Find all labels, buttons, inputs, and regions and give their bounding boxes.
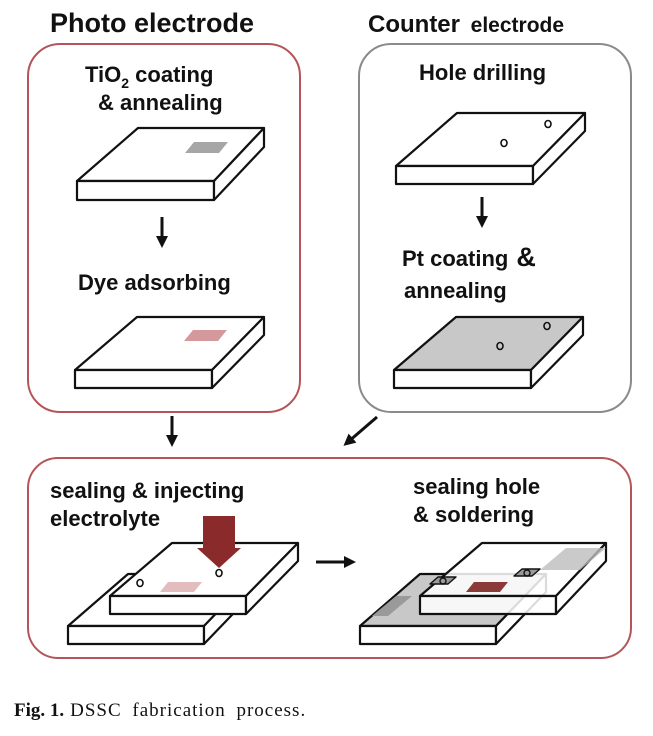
- drilled-hole: [544, 119, 552, 129]
- pt-coated-substrate: [392, 315, 585, 390]
- figure-label: Fig. 1.: [14, 700, 65, 721]
- sealed-cell-right: [358, 541, 608, 646]
- arrow-counter-to-assembly: [343, 415, 378, 446]
- figure-caption: Fig. 1.DSSC fabrication process.: [14, 700, 306, 722]
- counter-heading-word: Counter: [368, 11, 460, 38]
- sealing-hole-label: sealing hole: [413, 474, 540, 499]
- hole-drilled-substrate: [394, 111, 587, 186]
- dye-adsorbed-substrate: [73, 315, 266, 390]
- injection-hole: [215, 568, 223, 578]
- electrolyte-label: electrolyte: [50, 506, 160, 531]
- pt-annealing-label: annealing: [404, 278, 507, 303]
- tio2-coating-label: TiO2 coating: [85, 62, 213, 91]
- pt-hole: [496, 341, 504, 351]
- dye-patch: [184, 330, 227, 341]
- drilled-hole: [500, 138, 508, 148]
- injection-hole: [136, 578, 144, 588]
- electrode-heading-word: electrode: [471, 14, 564, 37]
- annealing-label: & annealing: [98, 90, 223, 115]
- pt-hole: [543, 321, 551, 331]
- dye-adsorbing-label: Dye adsorbing: [78, 270, 231, 295]
- injector-arrow-icon: [197, 516, 241, 568]
- hole-drilling-label: Hole drilling: [419, 60, 546, 85]
- pt-coating-label: Pt coating&: [402, 242, 536, 272]
- photo-electrode-heading: Photo electrode: [50, 8, 254, 38]
- gray-overlap-strip: [540, 548, 606, 570]
- counter-electrode-heading: Counter electrode: [368, 11, 564, 38]
- sealed-cell-left: [66, 541, 300, 646]
- sealed-hole: [439, 577, 447, 585]
- figure-caption-text: DSSC fabrication process.: [70, 700, 307, 721]
- counter-electrode-panel: [358, 43, 632, 413]
- solder-patch: [466, 582, 508, 592]
- sealing-injecting-label: sealing & injecting: [50, 478, 244, 503]
- sealed-hole: [523, 569, 531, 577]
- dye-patch-assembled: [160, 582, 202, 592]
- photo-electrode-panel: [27, 43, 301, 413]
- assembly-panel: [27, 457, 632, 659]
- tio2-coated-substrate: [75, 126, 266, 202]
- soldering-label: & soldering: [413, 502, 534, 527]
- tio2-patch: [185, 142, 228, 153]
